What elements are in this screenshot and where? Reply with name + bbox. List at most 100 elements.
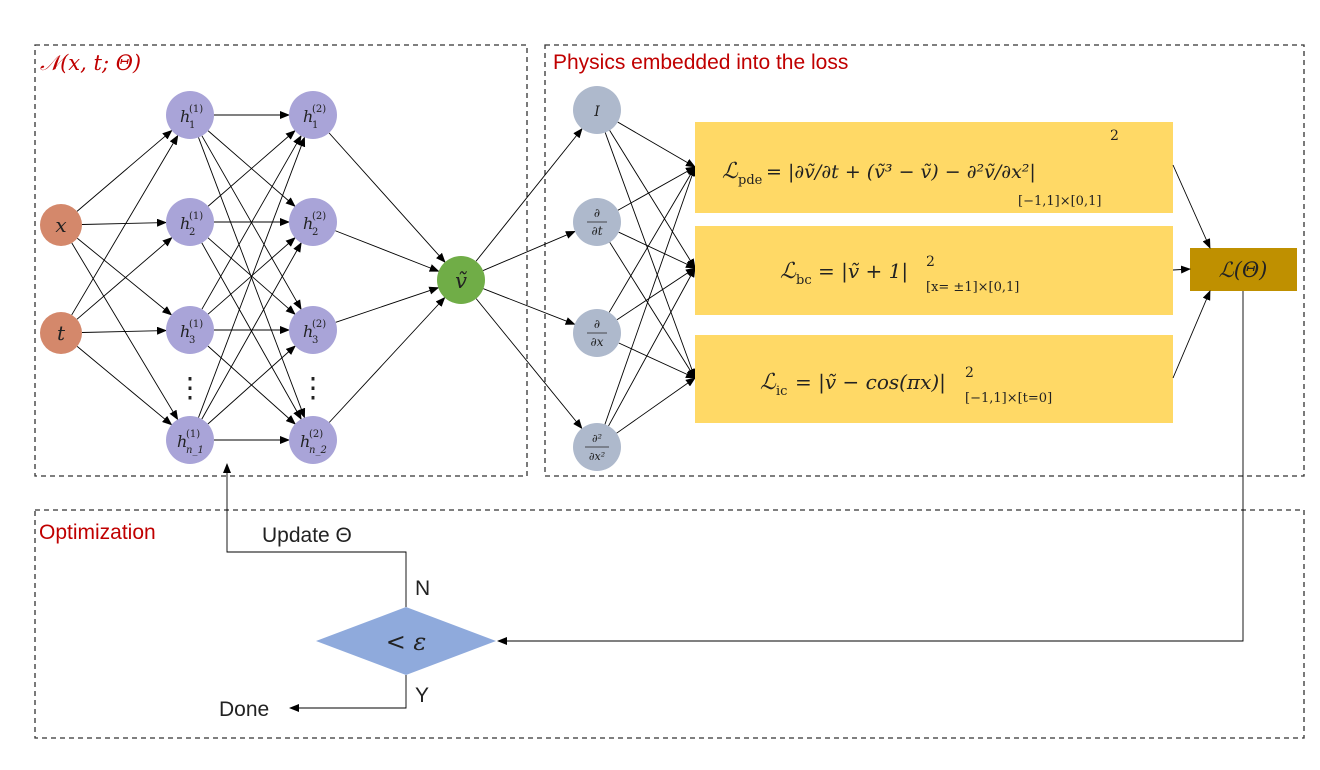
edge-operator-loss [616, 377, 696, 434]
svg-text:h: h [303, 214, 313, 233]
svg-text:t: t [57, 321, 66, 345]
edge-hidden1-hidden2 [198, 136, 306, 418]
svg-text:x: x [55, 213, 66, 237]
edge-input-hidden1 [81, 326, 168, 335]
edge-hidden2-output [335, 230, 440, 272]
edge-operator-loss [617, 166, 696, 211]
svg-text:[x= ±1]×[0,1]: [x= ±1]×[0,1] [926, 280, 1019, 295]
edge-input-hidden1 [76, 129, 173, 212]
svg-text:∂x: ∂x [591, 335, 604, 349]
network-panel-title: 𝒩(x, t; Θ) [40, 51, 141, 75]
edge-hidden2-output [328, 296, 446, 423]
svg-text:(2): (2) [309, 429, 323, 440]
svg-text:(2): (2) [312, 211, 326, 222]
physics-panel-title: Physics embedded into the loss [553, 51, 848, 74]
svg-text:∂t: ∂t [591, 224, 602, 238]
svg-text:pde: pde [738, 173, 763, 188]
loss-formula-ic: ℒ ic = |ṽ − cos(πx)| 2 [−1,1]×[t=0] [760, 365, 1052, 406]
svg-text:[−1,1]×[0,1]: [−1,1]×[0,1] [1018, 194, 1101, 209]
svg-text:2: 2 [965, 365, 974, 381]
svg-text:(1): (1) [189, 319, 203, 330]
svg-text:∂x²: ∂x² [589, 450, 605, 463]
hidden1-ellipsis: ⋮ [176, 371, 204, 404]
edge-pde-total [1172, 164, 1211, 249]
hidden1-node-3: h (1) 3 [166, 306, 214, 354]
edge-operator-loss [618, 231, 696, 269]
edge-total-decision [497, 291, 1244, 645]
no-label: N [415, 577, 430, 600]
decision-label: < ε [386, 628, 427, 656]
edge-output-operator [482, 231, 576, 271]
svg-text:(2): (2) [312, 104, 326, 115]
svg-text:(2): (2) [312, 319, 326, 330]
hidden1-node-2: h (1) 2 [166, 198, 214, 246]
svg-text:= |∂ṽ/∂t + (ṽ³ − ṽ) − ∂²ṽ/∂x²|: = |∂ṽ/∂t + (ṽ³ − ṽ) − ∂²ṽ/∂x²| [766, 161, 1036, 183]
svg-text:= |ṽ − cos(πx)|: = |ṽ − cos(πx)| [795, 370, 946, 395]
operator-identity: I [573, 86, 621, 134]
edge-update [223, 463, 407, 607]
edge-hidden1-hidden2 [201, 242, 302, 420]
hidden2-node-2: h (2) 2 [289, 198, 337, 246]
edge-input-hidden1 [71, 134, 179, 316]
network-panel [34, 44, 528, 477]
edge-hidden2-output [335, 286, 440, 323]
edge-output-operator [475, 127, 583, 262]
operator-d-dx: ∂ ∂x [573, 309, 621, 357]
edge-hidden1-hidden2 [201, 134, 302, 310]
svg-text:3: 3 [189, 335, 195, 346]
svg-text:ℒ: ℒ [722, 159, 739, 184]
svg-text:2: 2 [189, 227, 195, 238]
total-loss-label: ℒ(Θ) [1219, 258, 1268, 282]
svg-text:ṽ: ṽ [455, 269, 467, 293]
svg-text:h: h [180, 107, 190, 126]
edge-output-operator [475, 298, 583, 430]
svg-text:2: 2 [1110, 128, 1119, 144]
hidden2-node-3: h (2) 3 [289, 306, 337, 354]
svg-text:h: h [303, 322, 313, 341]
hidden1-node-n: h (1) n_1 [166, 416, 214, 464]
hidden2-node-1: h (2) 1 [289, 91, 337, 139]
svg-text:(1): (1) [189, 104, 203, 115]
svg-text:1: 1 [189, 120, 195, 131]
hidden2-ellipsis: ⋮ [299, 371, 327, 404]
svg-text:(1): (1) [189, 211, 203, 222]
loss-box-ic [695, 335, 1173, 423]
loss-formula-bc: ℒ bc = |ṽ + 1| 2 [x= ±1]×[0,1] [780, 254, 1019, 295]
edge-operator-loss [608, 166, 696, 313]
physics-panel [544, 44, 1305, 477]
edge-hidden1-hidden2 [207, 345, 296, 425]
edge-operator-loss [617, 121, 696, 168]
svg-text:h: h [300, 432, 310, 451]
operator-d-dt: ∂ ∂t [573, 198, 621, 246]
svg-text:ℒ: ℒ [780, 259, 797, 284]
input-node-t: t [40, 312, 82, 354]
edge-hidden2-output [328, 132, 446, 263]
svg-text:h: h [180, 214, 190, 233]
svg-text:3: 3 [312, 335, 318, 346]
update-label: Update Θ [262, 524, 352, 547]
edge-bc-total [1172, 265, 1191, 274]
edge-input-hidden1 [81, 218, 168, 227]
svg-text:bc: bc [796, 273, 812, 288]
svg-text:h: h [303, 107, 313, 126]
svg-text:∂: ∂ [594, 206, 600, 220]
svg-text:∂²: ∂² [592, 432, 602, 445]
input-node-x: x [40, 204, 82, 246]
svg-text:= |ṽ + 1|: = |ṽ + 1| [818, 259, 908, 284]
edge-operator-loss [604, 132, 696, 379]
edge-output-operator [483, 288, 576, 325]
hidden2-node-n: h (2) n_2 [289, 416, 337, 464]
svg-text:2: 2 [312, 227, 318, 238]
svg-text:∂: ∂ [594, 317, 600, 331]
yes-label: Y [415, 684, 429, 707]
loss-formula-pde: ℒ pde = |∂ṽ/∂t + (ṽ³ − ṽ) − ∂²ṽ/∂x²| 2 [… [722, 128, 1119, 209]
svg-text:1: 1 [312, 120, 318, 131]
svg-text:h: h [180, 322, 190, 341]
svg-text:2: 2 [926, 254, 935, 270]
output-node-v: ṽ [437, 256, 485, 304]
svg-text:ℒ: ℒ [760, 370, 777, 395]
svg-text:[−1,1]×[t=0]: [−1,1]×[t=0] [965, 391, 1052, 406]
edge-input-hidden1 [76, 237, 173, 320]
edge-input-hidden1 [76, 346, 173, 426]
